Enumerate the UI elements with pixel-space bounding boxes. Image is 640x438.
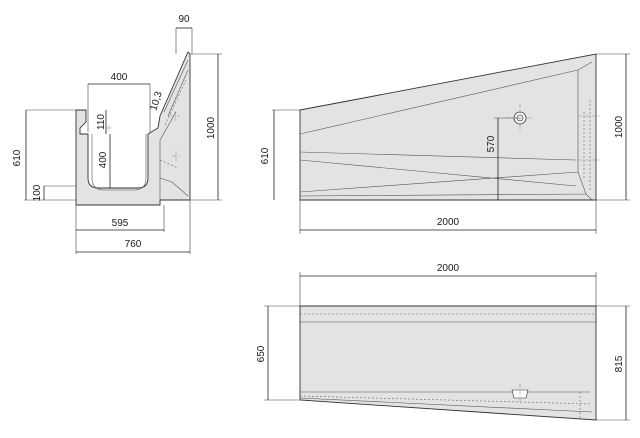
side-view: 610 570 1000 2000: [260, 53, 630, 234]
section-center-marks: [106, 111, 180, 161]
dim-side-length-label: 2000: [437, 217, 460, 228]
side-hidden-lines: [583, 100, 591, 190]
dim-side-hole-height: 570: [486, 117, 520, 200]
dim-top-length: 2000: [299, 263, 597, 306]
dim-total-height: 1000: [190, 53, 222, 201]
dim-top-width-label: 90: [178, 14, 190, 25]
dim-total-width-label: 760: [125, 239, 142, 250]
dim-top-left-width-label: 650: [256, 345, 267, 362]
dim-top-right-width: 815: [596, 305, 630, 421]
section-inner-channel: [91, 134, 147, 191]
dim-slope-label: 10,3: [148, 90, 165, 112]
dim-channel-depth-label: 400: [98, 151, 109, 168]
dim-channel-depth: 400: [98, 134, 111, 188]
section-hidden-lines: [159, 79, 187, 169]
section-inner-lines: [159, 59, 189, 200]
dim-side-hole-height-label: 570: [486, 135, 497, 152]
dim-inner-width: 595: [75, 205, 165, 254]
dim-top-width: 90: [175, 14, 193, 54]
dim-channel-width-label: 400: [111, 72, 128, 83]
dim-wall-height: 110: [96, 110, 107, 134]
top-hole: [511, 384, 529, 402]
side-inner-lines: [299, 61, 593, 201]
dim-left-height: 610: [12, 109, 76, 200]
dim-side-length: 2000: [299, 200, 597, 234]
side-hole: [506, 104, 600, 161]
section-body: [75, 51, 191, 206]
dim-total-height-label: 1000: [206, 116, 217, 139]
top-body: [299, 305, 597, 421]
dim-base-height: 100: [24, 184, 76, 201]
dim-wall-height-label: 110: [96, 114, 107, 130]
dim-left-height-label: 610: [12, 149, 23, 166]
dim-side-left-height-label: 610: [260, 147, 271, 164]
dim-side-right-height: 1000: [596, 53, 630, 201]
dim-side-left-height: 610: [260, 109, 300, 200]
dim-total-width: 760: [76, 200, 191, 254]
dim-base-height-label: 100: [32, 184, 43, 201]
top-hidden-lines: [299, 313, 596, 418]
dim-channel-width: 400: [87, 72, 151, 132]
dim-top-right-width-label: 815: [614, 355, 625, 372]
dim-top-length-label: 2000: [437, 263, 460, 274]
top-view: 2000 650 815: [256, 263, 630, 421]
dim-inner-width-label: 595: [112, 218, 129, 229]
top-inner-lines: [299, 321, 596, 413]
dim-slope: 10,3: [148, 90, 165, 112]
dim-top-left-width: 650: [256, 305, 300, 401]
section-view: 90 400 10,3 110 400 610: [12, 14, 222, 254]
dim-side-right-height-label: 1000: [614, 115, 625, 138]
